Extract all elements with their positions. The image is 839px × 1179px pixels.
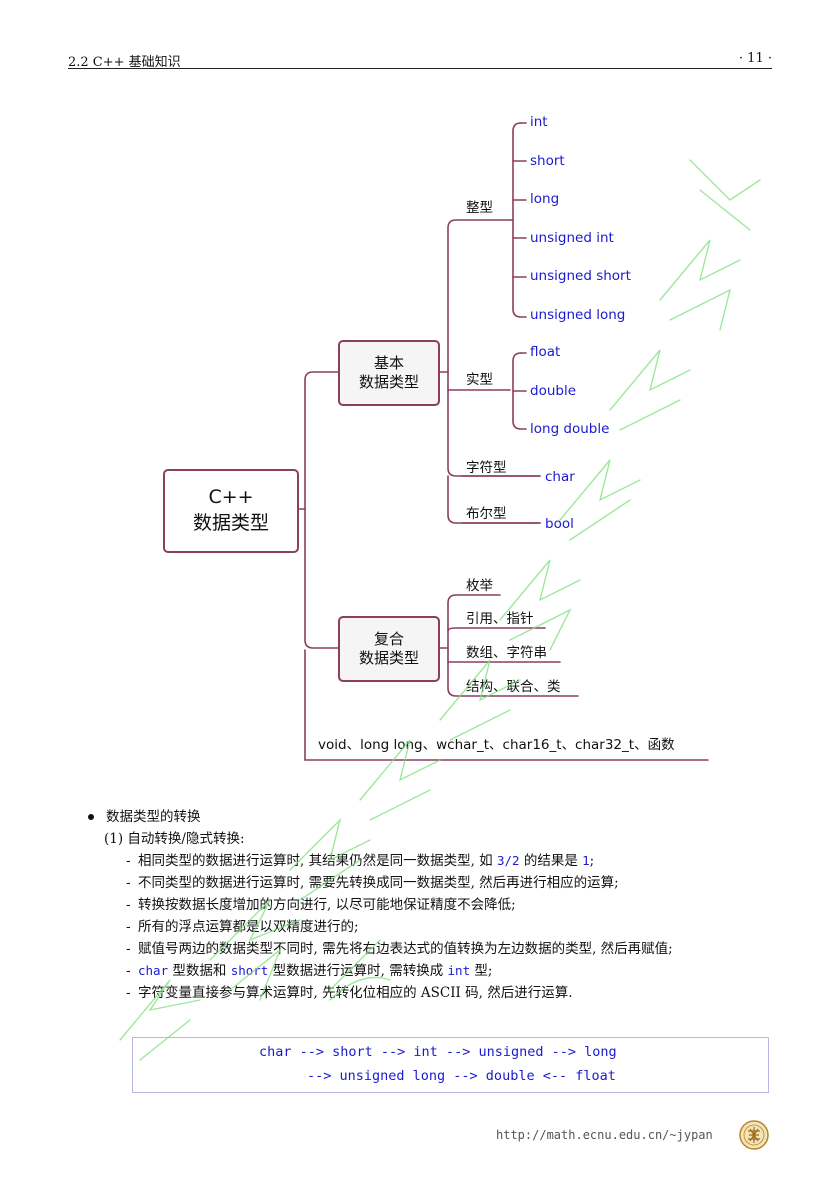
type-double: double	[530, 383, 577, 399]
conversion-rules: 相同类型的数据进行运算时, 其结果仍然是同一数据类型, 如 3/2 的结果是 1…	[88, 850, 788, 1004]
bool-label: 布尔型	[466, 506, 507, 522]
type-long: long	[530, 191, 560, 207]
basic-types-node: 基本 数据类型	[338, 340, 440, 406]
university-seal-icon	[739, 1120, 769, 1150]
integer-label: 整型	[466, 200, 493, 216]
real-label: 实型	[466, 372, 493, 388]
type-short: short	[530, 153, 565, 169]
rule-item: 赋值号两边的数据类型不同时, 需先将右边表达式的值转换为左边数据的类型, 然后再…	[126, 938, 788, 960]
page-header: 2.2 C++ 基础知识 · 11 ·	[68, 50, 772, 70]
type-char: char	[545, 469, 575, 485]
compound-ref-pointer: 引用、指针	[466, 611, 534, 627]
rule-item: 转换按数据长度增加的方向进行, 以尽可能地保证精度不会降低;	[126, 894, 788, 916]
compound-array-string: 数组、字符串	[466, 645, 547, 661]
rule-item: 不同类型的数据进行运算时, 需要先转换成同一数据类型, 然后再进行相应的运算;	[126, 872, 788, 894]
conversion-title: 数据类型的转换	[88, 806, 788, 828]
mindmap-connectors	[294, 122, 709, 761]
page-number: · 11 ·	[738, 51, 772, 66]
footer-url: http://math.ecnu.edu.cn/~jypan	[496, 1128, 713, 1142]
code-line-2: --> unsigned long --> double <-- float	[307, 1068, 616, 1084]
rule-item: 所有的浮点运算都是以双精度进行的;	[126, 916, 788, 938]
type-int: int	[530, 114, 548, 130]
code-line-1: char --> short --> int --> unsigned --> …	[259, 1044, 617, 1060]
compound-enum: 枚举	[466, 578, 493, 594]
conversion-section: 数据类型的转换 (1) 自动转换/隐式转换: 相同类型的数据进行运算时, 其结果…	[88, 806, 788, 1004]
type-unsigned-int: unsigned int	[530, 230, 614, 246]
type-float: float	[530, 344, 561, 360]
type-unsigned-short: unsigned short	[530, 268, 631, 284]
conversion-subtitle: (1) 自动转换/隐式转换:	[104, 831, 245, 847]
type-long-double: long double	[530, 421, 610, 437]
rule-item: 相同类型的数据进行运算时, 其结果仍然是同一数据类型, 如 3/2 的结果是 1…	[126, 850, 788, 872]
rule-item: char 型数据和 short 型数据进行运算时, 需转换成 int 型;	[126, 960, 788, 982]
char-label: 字符型	[466, 460, 507, 476]
compound-types-node: 复合 数据类型	[338, 616, 440, 682]
root-node: C++ 数据类型	[163, 469, 299, 553]
type-unsigned-long: unsigned long	[530, 307, 626, 323]
other-types: void、long long、wchar_t、char16_t、char32_t…	[318, 737, 675, 753]
type-bool: bool	[545, 516, 574, 532]
compound-struct-union-class: 结构、联合、类	[466, 679, 561, 695]
conversion-code-box: char --> short --> int --> unsigned --> …	[132, 1037, 769, 1093]
section-title: 2.2 C++ 基础知识	[68, 55, 181, 70]
rule-item: 字符变量直接参与算术运算时, 先转化位相应的 ASCII 码, 然后进行运算.	[126, 982, 788, 1004]
